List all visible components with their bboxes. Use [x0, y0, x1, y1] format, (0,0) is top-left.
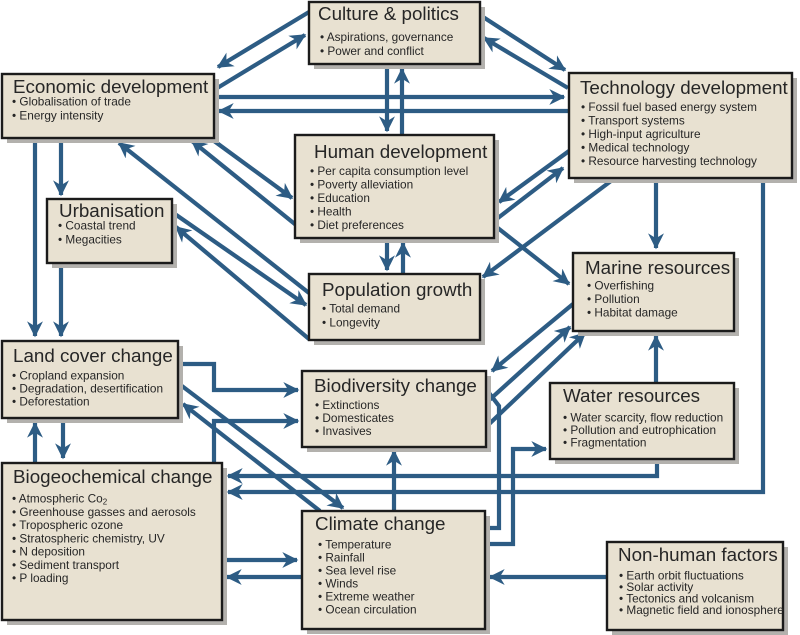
svg-text:Culture & politics: Culture & politics [318, 3, 459, 24]
svg-text:Climate change: Climate change [315, 513, 446, 534]
svg-text:• Longevity: • Longevity [322, 316, 380, 330]
svg-text:• High-input agriculture: • High-input agriculture [581, 127, 701, 141]
svg-text:Non-human factors: Non-human factors [618, 544, 778, 565]
svg-text:• Earth orbit fluctuations: • Earth orbit fluctuations [619, 569, 744, 583]
svg-text:• Stratospheric chemistry, UV: • Stratospheric chemistry, UV [12, 531, 165, 545]
svg-text:• Fossil fuel based energy sys: • Fossil fuel based energy system [581, 100, 757, 114]
svg-text:• Atmospheric Co2: • Atmospheric Co2 [12, 492, 108, 507]
svg-text:Marine resources: Marine resources [585, 257, 730, 278]
svg-text:• Sea level rise: • Sea level rise [318, 564, 397, 578]
svg-text:• Winds: • Winds [318, 577, 358, 591]
svg-text:• Extinctions: • Extinctions [315, 398, 380, 412]
svg-text:Population growth: Population growth [322, 279, 472, 300]
svg-text:• Ocean circulation: • Ocean circulation [318, 603, 417, 617]
svg-text:Land cover change: Land cover change [13, 345, 173, 366]
svg-text:• Temperature: • Temperature [318, 538, 392, 552]
svg-text:• Water scarcity, flow reducti: • Water scarcity, flow reduction [563, 411, 723, 425]
svg-text:Technology development: Technology development [580, 77, 789, 98]
svg-text:Biodiversity change: Biodiversity change [314, 375, 477, 396]
svg-text:• Tectonics and volcanism: • Tectonics and volcanism [619, 592, 754, 606]
svg-text:Economic development: Economic development [13, 76, 209, 97]
svg-text:• Habitat damage: • Habitat damage [587, 306, 678, 320]
svg-text:• Power and conflict: • Power and conflict [320, 44, 425, 58]
svg-text:• Domesticates: • Domesticates [315, 411, 394, 425]
svg-text:• Coastal trend: • Coastal trend [58, 219, 136, 233]
svg-text:• Resource harvesting technolo: • Resource harvesting technology [581, 154, 757, 168]
svg-text:• Greenhouse gasses and aeroso: • Greenhouse gasses and aerosols [12, 505, 196, 519]
svg-text:• Tropospheric ozone: • Tropospheric ozone [12, 518, 123, 532]
svg-text:• Pollution: • Pollution [587, 292, 640, 306]
svg-text:• Aspirations, governance: • Aspirations, governance [320, 30, 454, 44]
svg-text:• Deforestation: • Deforestation [12, 395, 90, 409]
svg-text:• Sediment transport: • Sediment transport [12, 558, 120, 572]
svg-text:• Cropland expansion: • Cropland expansion [12, 369, 124, 383]
svg-text:• Globalisation of trade: • Globalisation of trade [12, 95, 131, 109]
svg-text:• Degradation, desertification: • Degradation, desertification [12, 382, 163, 396]
svg-text:Urbanisation: Urbanisation [59, 200, 164, 221]
svg-text:Biogeochemical change: Biogeochemical change [13, 466, 212, 487]
svg-text:Human development: Human development [314, 141, 488, 162]
svg-text:• Invasives: • Invasives [315, 424, 372, 438]
svg-text:• Medical technology: • Medical technology [581, 141, 689, 155]
svg-text:• Fragmentation: • Fragmentation [563, 436, 646, 450]
svg-text:• Rainfall: • Rainfall [318, 551, 365, 565]
svg-text:• Magnetic field and ionospher: • Magnetic field and ionosphere [619, 603, 784, 617]
svg-text:• Education: • Education [310, 191, 370, 205]
svg-text:• Pollution and eutrophication: • Pollution and eutrophication [563, 423, 716, 437]
svg-text:• Health: • Health [310, 205, 352, 219]
svg-text:• Megacities: • Megacities [58, 233, 122, 247]
svg-text:• Poverty alleviation: • Poverty alleviation [310, 178, 413, 192]
svg-text:• Transport systems: • Transport systems [581, 114, 685, 128]
svg-text:• Solar activity: • Solar activity [619, 580, 693, 594]
svg-text:• Extreme weather: • Extreme weather [318, 590, 415, 604]
svg-text:• Per capita consumption level: • Per capita consumption level [310, 164, 468, 178]
svg-text:• Energy intensity: • Energy intensity [12, 109, 103, 123]
svg-text:Water resources: Water resources [563, 385, 700, 406]
svg-text:• P loading: • P loading [12, 571, 68, 585]
svg-text:• Total demand: • Total demand [322, 302, 400, 316]
svg-text:• N deposition: • N deposition [12, 545, 85, 559]
svg-text:• Overfishing: • Overfishing [587, 279, 654, 293]
svg-text:• Diet preferences: • Diet preferences [310, 218, 404, 232]
